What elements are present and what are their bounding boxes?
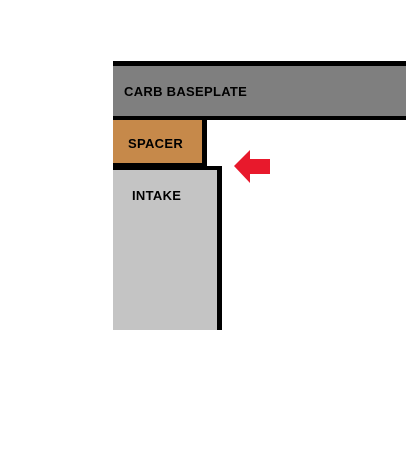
intake-block: INTAKE — [113, 166, 222, 330]
spacer-label: SPACER — [128, 136, 184, 151]
spacer-block: SPACER — [113, 120, 207, 167]
arrow-left-shape — [234, 150, 270, 183]
arrow-left-icon — [234, 150, 270, 183]
carb-baseplate-block: CARB BASEPLATE — [113, 61, 406, 120]
carb-baseplate-label: CARB BASEPLATE — [124, 84, 248, 99]
intake-label: INTAKE — [132, 188, 182, 203]
